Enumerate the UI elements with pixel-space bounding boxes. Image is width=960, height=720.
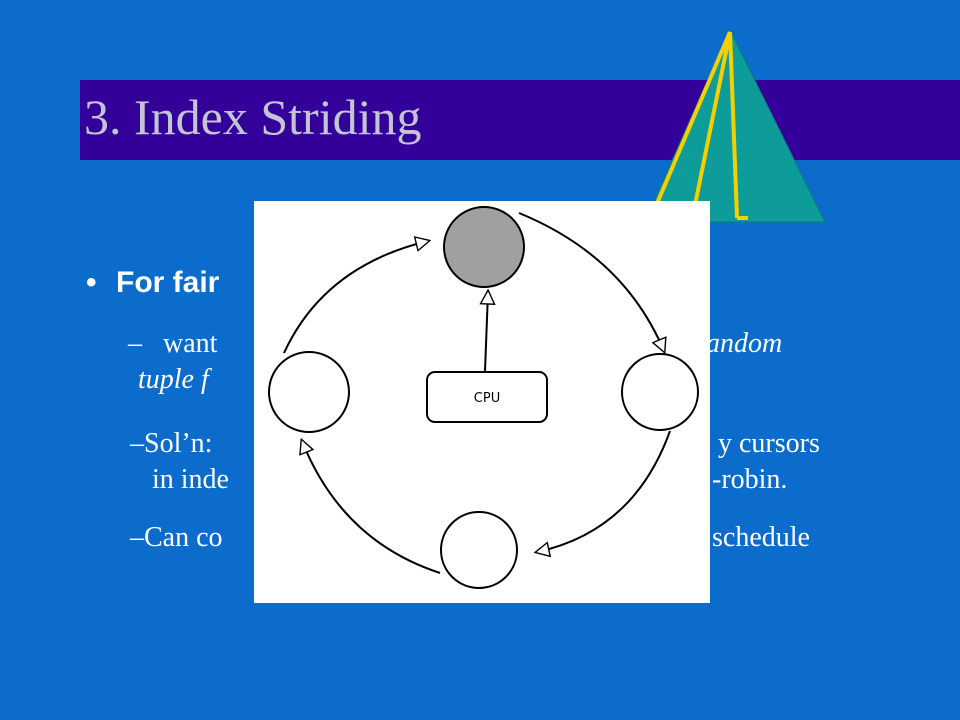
line4-right: -robin. [712, 464, 788, 495]
line1-right: andom [706, 328, 783, 359]
line4-left: in inde [152, 464, 229, 495]
arc-bottom-to-left [302, 441, 441, 574]
pyramid-ray-3 [728, 31, 739, 219]
slide-title: 3. Index Striding [84, 89, 422, 145]
line1-left: – want [128, 326, 217, 362]
cpu-box [426, 371, 548, 423]
pyramid-ray-2 [690, 31, 732, 221]
arc-cpu-to-top [485, 292, 488, 372]
round-robin-diagram: CPU [254, 201, 710, 603]
arc-top-to-right [518, 212, 664, 351]
line1-text: want [163, 328, 218, 359]
pyramid-graphic [644, 28, 826, 223]
line2-left: tuple f [138, 364, 209, 395]
node-left [268, 351, 350, 433]
line3-right: y cursors [718, 428, 820, 459]
line5-right: schedule [712, 522, 810, 553]
diagram-svg: CPU [268, 206, 699, 589]
bullet-text: For fair [116, 266, 220, 299]
line1-dash: – [128, 328, 142, 359]
arc-right-to-bottom [537, 430, 671, 552]
title-band [80, 80, 960, 160]
node-right [621, 353, 699, 431]
bullet-heading: •For fair [86, 266, 220, 299]
cpu-label: CPU [474, 391, 500, 406]
arc-left-to-top [283, 241, 428, 354]
line5-left: –Can co [130, 522, 223, 553]
pyramid-ray-1 [648, 31, 732, 221]
node-top-active [443, 206, 525, 288]
line3-left: –Sol’n: [130, 428, 213, 459]
node-bottom [440, 511, 518, 589]
